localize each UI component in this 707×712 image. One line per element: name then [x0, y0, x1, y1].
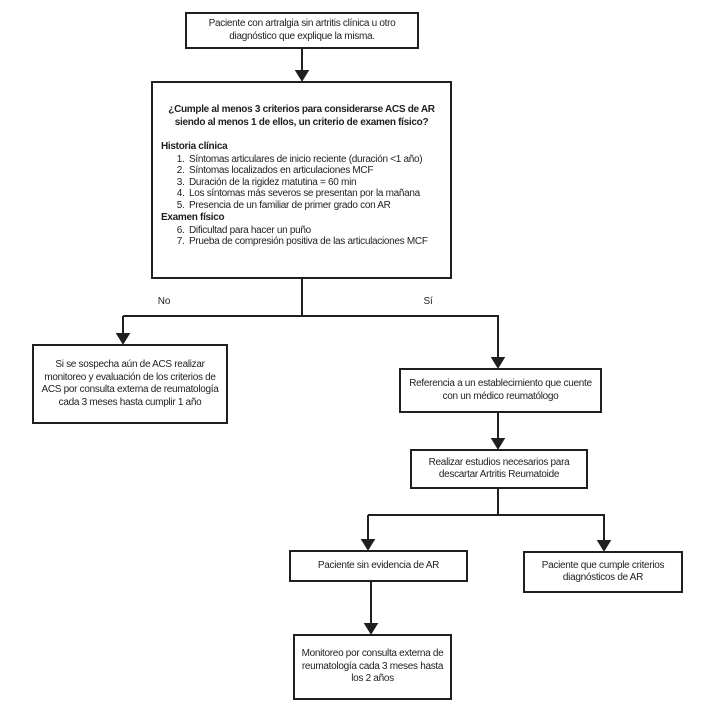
exam-item-7: Prueba de compresión positiva de las art…	[187, 236, 442, 248]
arrowhead-criteria	[294, 70, 310, 82]
exam-item-6: Dificultad para hacer un puño	[187, 225, 442, 237]
history-item-2: Síntomas localizados en articulaciones M…	[187, 165, 442, 177]
exam-heading: Examen físico	[161, 212, 225, 223]
history-list: Síntomas articulares de inicio reciente …	[161, 154, 442, 212]
node-referral: Referencia a un establecimiento que cuen…	[399, 368, 602, 413]
history-heading: Historia clínica	[161, 141, 228, 152]
history-item-4: Los síntomas más severos se presentan po…	[187, 188, 442, 200]
arrowhead-monitoring	[363, 623, 379, 635]
arrowhead-referral	[490, 357, 506, 369]
node-criteria-question: ¿Cumple al menos 3 criterios para consid…	[151, 81, 452, 279]
node-no-followup: Si se sospecha aún de ACS realizar monit…	[32, 344, 228, 424]
arrowhead-studies	[490, 438, 506, 450]
node-studies: Realizar estudios necesarios para descar…	[410, 449, 588, 489]
arrowhead-no-followup	[115, 333, 131, 345]
node-monitoring: Monitoreo por consulta externa de reumat…	[293, 634, 452, 700]
node-meets-criteria: Paciente que cumple criterios diagnóstic…	[523, 551, 683, 593]
history-item-1: Síntomas articulares de inicio reciente …	[187, 154, 442, 166]
arrowhead-meets-criteria	[596, 540, 612, 552]
arrowhead-no-evidence	[360, 539, 376, 551]
history-item-5: Presencia de un familiar de primer grado…	[187, 200, 442, 212]
branch-label-no: No	[157, 296, 171, 307]
history-item-3: Duración de la rigidez matutina = 60 min	[187, 177, 442, 189]
exam-list: Dificultad para hacer un puño Prueba de …	[161, 225, 442, 248]
branch-label-yes: Sí	[423, 296, 433, 307]
node-no-evidence: Paciente sin evidencia de AR	[289, 550, 468, 582]
node-start-patient: Paciente con artralgia sin artritis clín…	[185, 12, 419, 49]
criteria-question-text: ¿Cumple al menos 3 criterios para consid…	[168, 104, 435, 128]
